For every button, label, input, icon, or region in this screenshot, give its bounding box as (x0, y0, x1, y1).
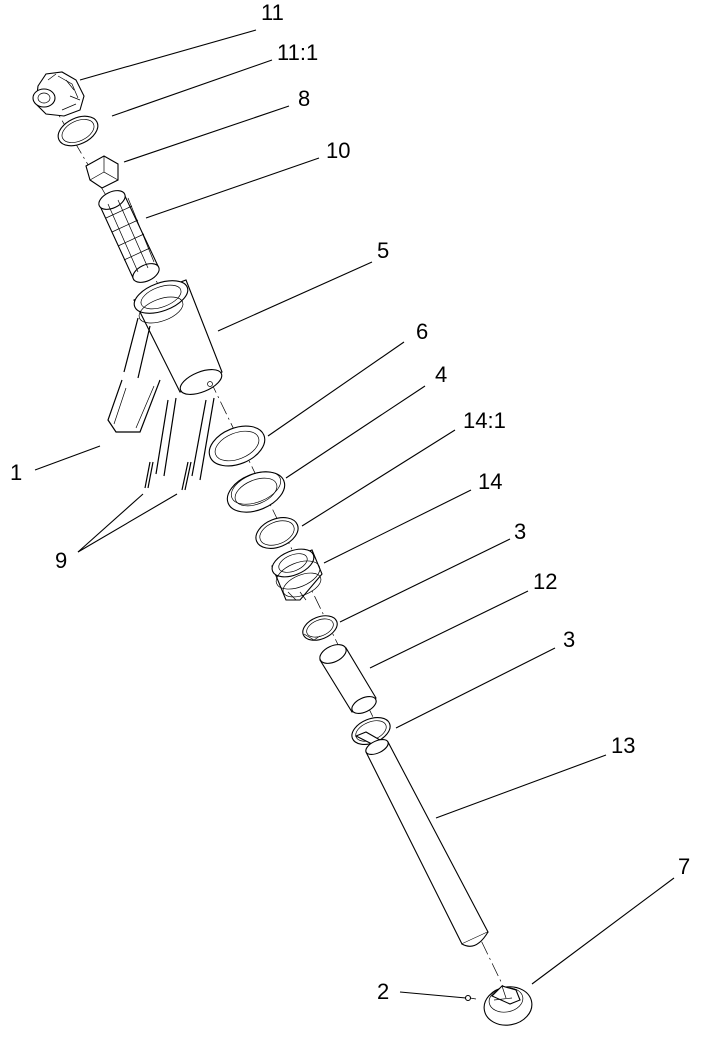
part-7-end-cap (483, 985, 533, 1026)
leader-lines (34, 29, 675, 999)
callout-3-bottom: 3 (563, 627, 575, 652)
part-11-valve-cap (32, 71, 85, 117)
callout-3-top: 3 (514, 519, 526, 544)
callout-9: 9 (55, 548, 67, 573)
part-13-tube (365, 739, 489, 947)
part-11-1-o-ring (57, 115, 99, 147)
callout-13: 13 (611, 733, 635, 758)
part-4-ring (226, 471, 286, 513)
callout-5: 5 (377, 238, 389, 263)
callout-4: 4 (435, 362, 447, 387)
callout-12: 12 (533, 569, 557, 594)
callout-7: 7 (678, 854, 690, 879)
callout-14-1: 14:1 (463, 408, 506, 433)
callout-10: 10 (326, 138, 350, 163)
callout-6: 6 (416, 319, 428, 344)
part-2-screw (464, 994, 477, 1002)
callout-1: 1 (10, 460, 22, 485)
callout-2: 2 (377, 979, 389, 1004)
part-12-sleeve (319, 644, 377, 714)
part-14-1-o-ring (255, 517, 299, 549)
callout-8: 8 (298, 86, 310, 111)
part-6-washer (208, 425, 266, 467)
part-3-clamp-top (302, 615, 338, 641)
part-14-fitting (271, 548, 323, 601)
part-8-clip (85, 155, 119, 189)
callout-11-1: 11:1 (277, 40, 318, 65)
callout-14: 14 (478, 469, 502, 494)
part-5-wand-body (107, 279, 223, 481)
part-10-strainer (98, 190, 160, 283)
part-9-pins (144, 461, 192, 491)
callout-labels: 11 11:1 8 10 5 6 4 14:1 14 3 12 3 13 1 9… (10, 0, 690, 1004)
callout-11: 11 (261, 0, 284, 25)
